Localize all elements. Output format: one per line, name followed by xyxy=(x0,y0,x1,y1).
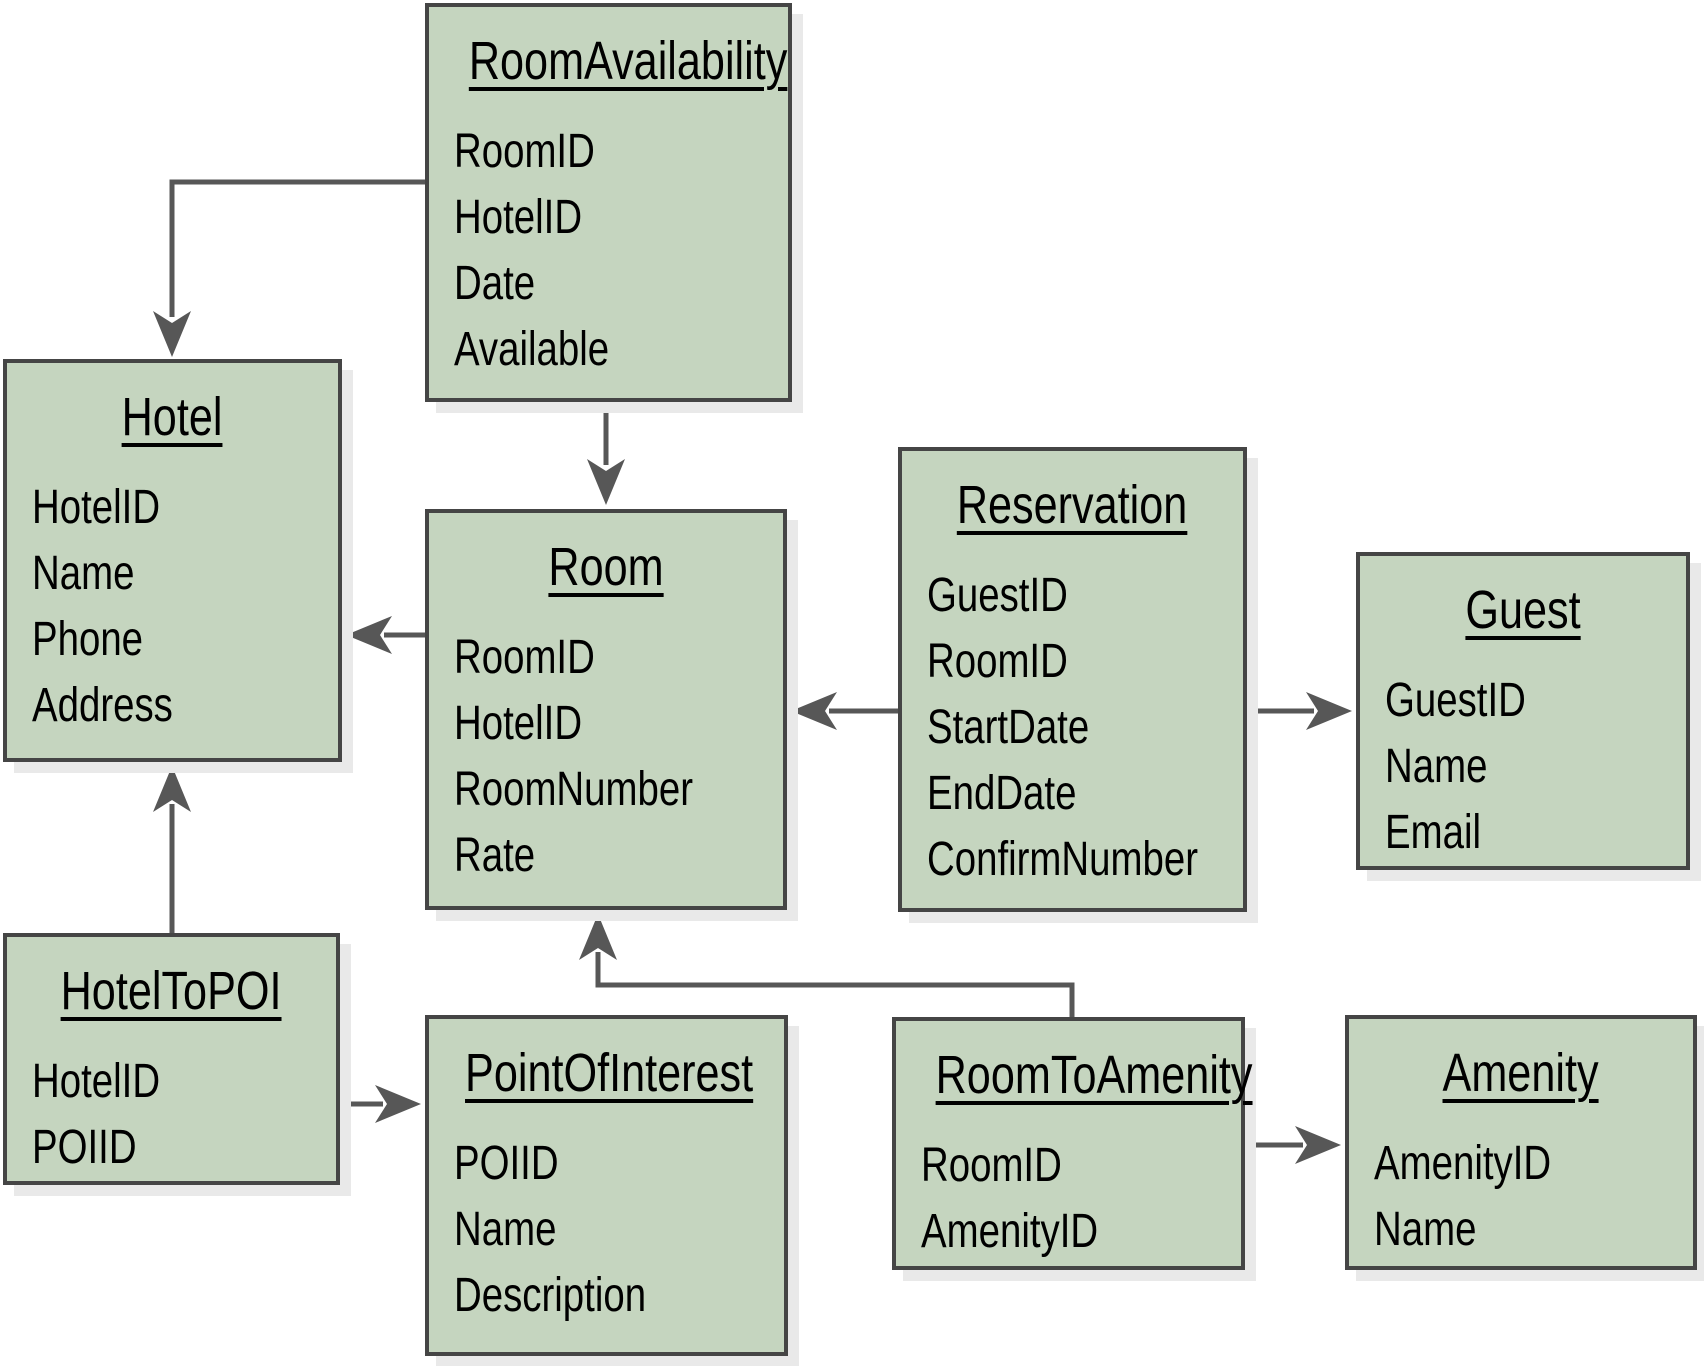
connector-line-roomtoamenity-to-room xyxy=(595,952,1075,1017)
arrowhead-icon xyxy=(791,692,837,730)
entity-field: Name xyxy=(1385,740,1488,793)
entity-title-text: Hotel xyxy=(122,387,223,447)
entity-fields: HotelID POIID xyxy=(7,1049,336,1181)
arrowhead-icon xyxy=(579,914,617,960)
entity-title: Guest xyxy=(1360,582,1686,638)
entity-fields: RoomID AmenityID xyxy=(896,1133,1241,1265)
entity-field: RoomID xyxy=(927,635,1068,688)
entity-title-text: Reservation xyxy=(957,475,1188,535)
entity-title-text: Room xyxy=(548,537,664,597)
entity-field: Address xyxy=(32,679,173,732)
entity-fields: AmenityID Name xyxy=(1349,1131,1693,1263)
arrowhead-icon xyxy=(153,766,191,812)
entity-field: HotelID xyxy=(32,1055,161,1108)
entity-field: StartDate xyxy=(927,701,1090,754)
entity-field: Name xyxy=(1374,1203,1477,1256)
entity-title: Hotel xyxy=(7,389,338,445)
entity-field: RoomNumber xyxy=(454,763,694,816)
entity-title-text: Amenity xyxy=(1442,1043,1600,1103)
arrowhead-icon xyxy=(587,459,625,505)
entity-title-text: RoomToAmenity xyxy=(935,1045,1253,1105)
entity-title: Reservation xyxy=(902,477,1243,533)
entity-field: HotelID xyxy=(32,481,161,534)
entity-field: EndDate xyxy=(927,767,1077,820)
entity-field: Name xyxy=(32,547,135,600)
entity-title-text: Guest xyxy=(1465,580,1581,640)
entity-field: Name xyxy=(454,1203,557,1256)
entity-title: RoomToAmenity xyxy=(896,1047,1253,1103)
arrowhead-icon xyxy=(375,1085,421,1123)
arrowhead-icon xyxy=(1306,692,1352,730)
entity-title: RoomAvailability xyxy=(429,33,788,89)
entity-field: AmenityID xyxy=(1374,1137,1552,1190)
entity-title: Room xyxy=(429,539,783,595)
entity-field: Date xyxy=(454,257,536,310)
entity-title-text: HotelToPOI xyxy=(61,961,282,1021)
entity-field: POIID xyxy=(32,1121,137,1174)
entity-title-text: RoomAvailability xyxy=(468,31,788,91)
entity-field: ConfirmNumber xyxy=(927,833,1198,886)
entity-field: Available xyxy=(454,323,610,376)
entity-title: HotelToPOI xyxy=(7,963,336,1019)
entity-field: Phone xyxy=(32,613,144,666)
arrowhead-icon xyxy=(346,616,392,654)
entity-title: PointOfInterest xyxy=(429,1045,784,1101)
entity-field: Description xyxy=(454,1269,647,1322)
connector-line-roomavailability-to-hotel xyxy=(169,179,425,317)
entity-field: GuestID xyxy=(927,569,1068,622)
entity-field: RoomID xyxy=(921,1139,1062,1192)
entity-field: RoomID xyxy=(454,125,595,178)
arrowhead-icon xyxy=(153,311,191,357)
arrowhead-icon xyxy=(1295,1126,1341,1164)
entity-field: AmenityID xyxy=(921,1205,1099,1258)
entity-field: Rate xyxy=(454,829,536,882)
entity-field: HotelID xyxy=(454,191,583,244)
entity-field: GuestID xyxy=(1385,674,1526,727)
entity-title-text: PointOfInterest xyxy=(465,1043,754,1103)
entity-box-hotel-to-poi: HotelToPOI HotelID POIID xyxy=(3,933,340,1185)
entity-field: RoomID xyxy=(454,631,595,684)
entity-field: POIID xyxy=(454,1137,559,1190)
entity-field: Email xyxy=(1385,806,1482,859)
entity-field: HotelID xyxy=(454,697,583,750)
entity-title: Amenity xyxy=(1349,1045,1693,1101)
